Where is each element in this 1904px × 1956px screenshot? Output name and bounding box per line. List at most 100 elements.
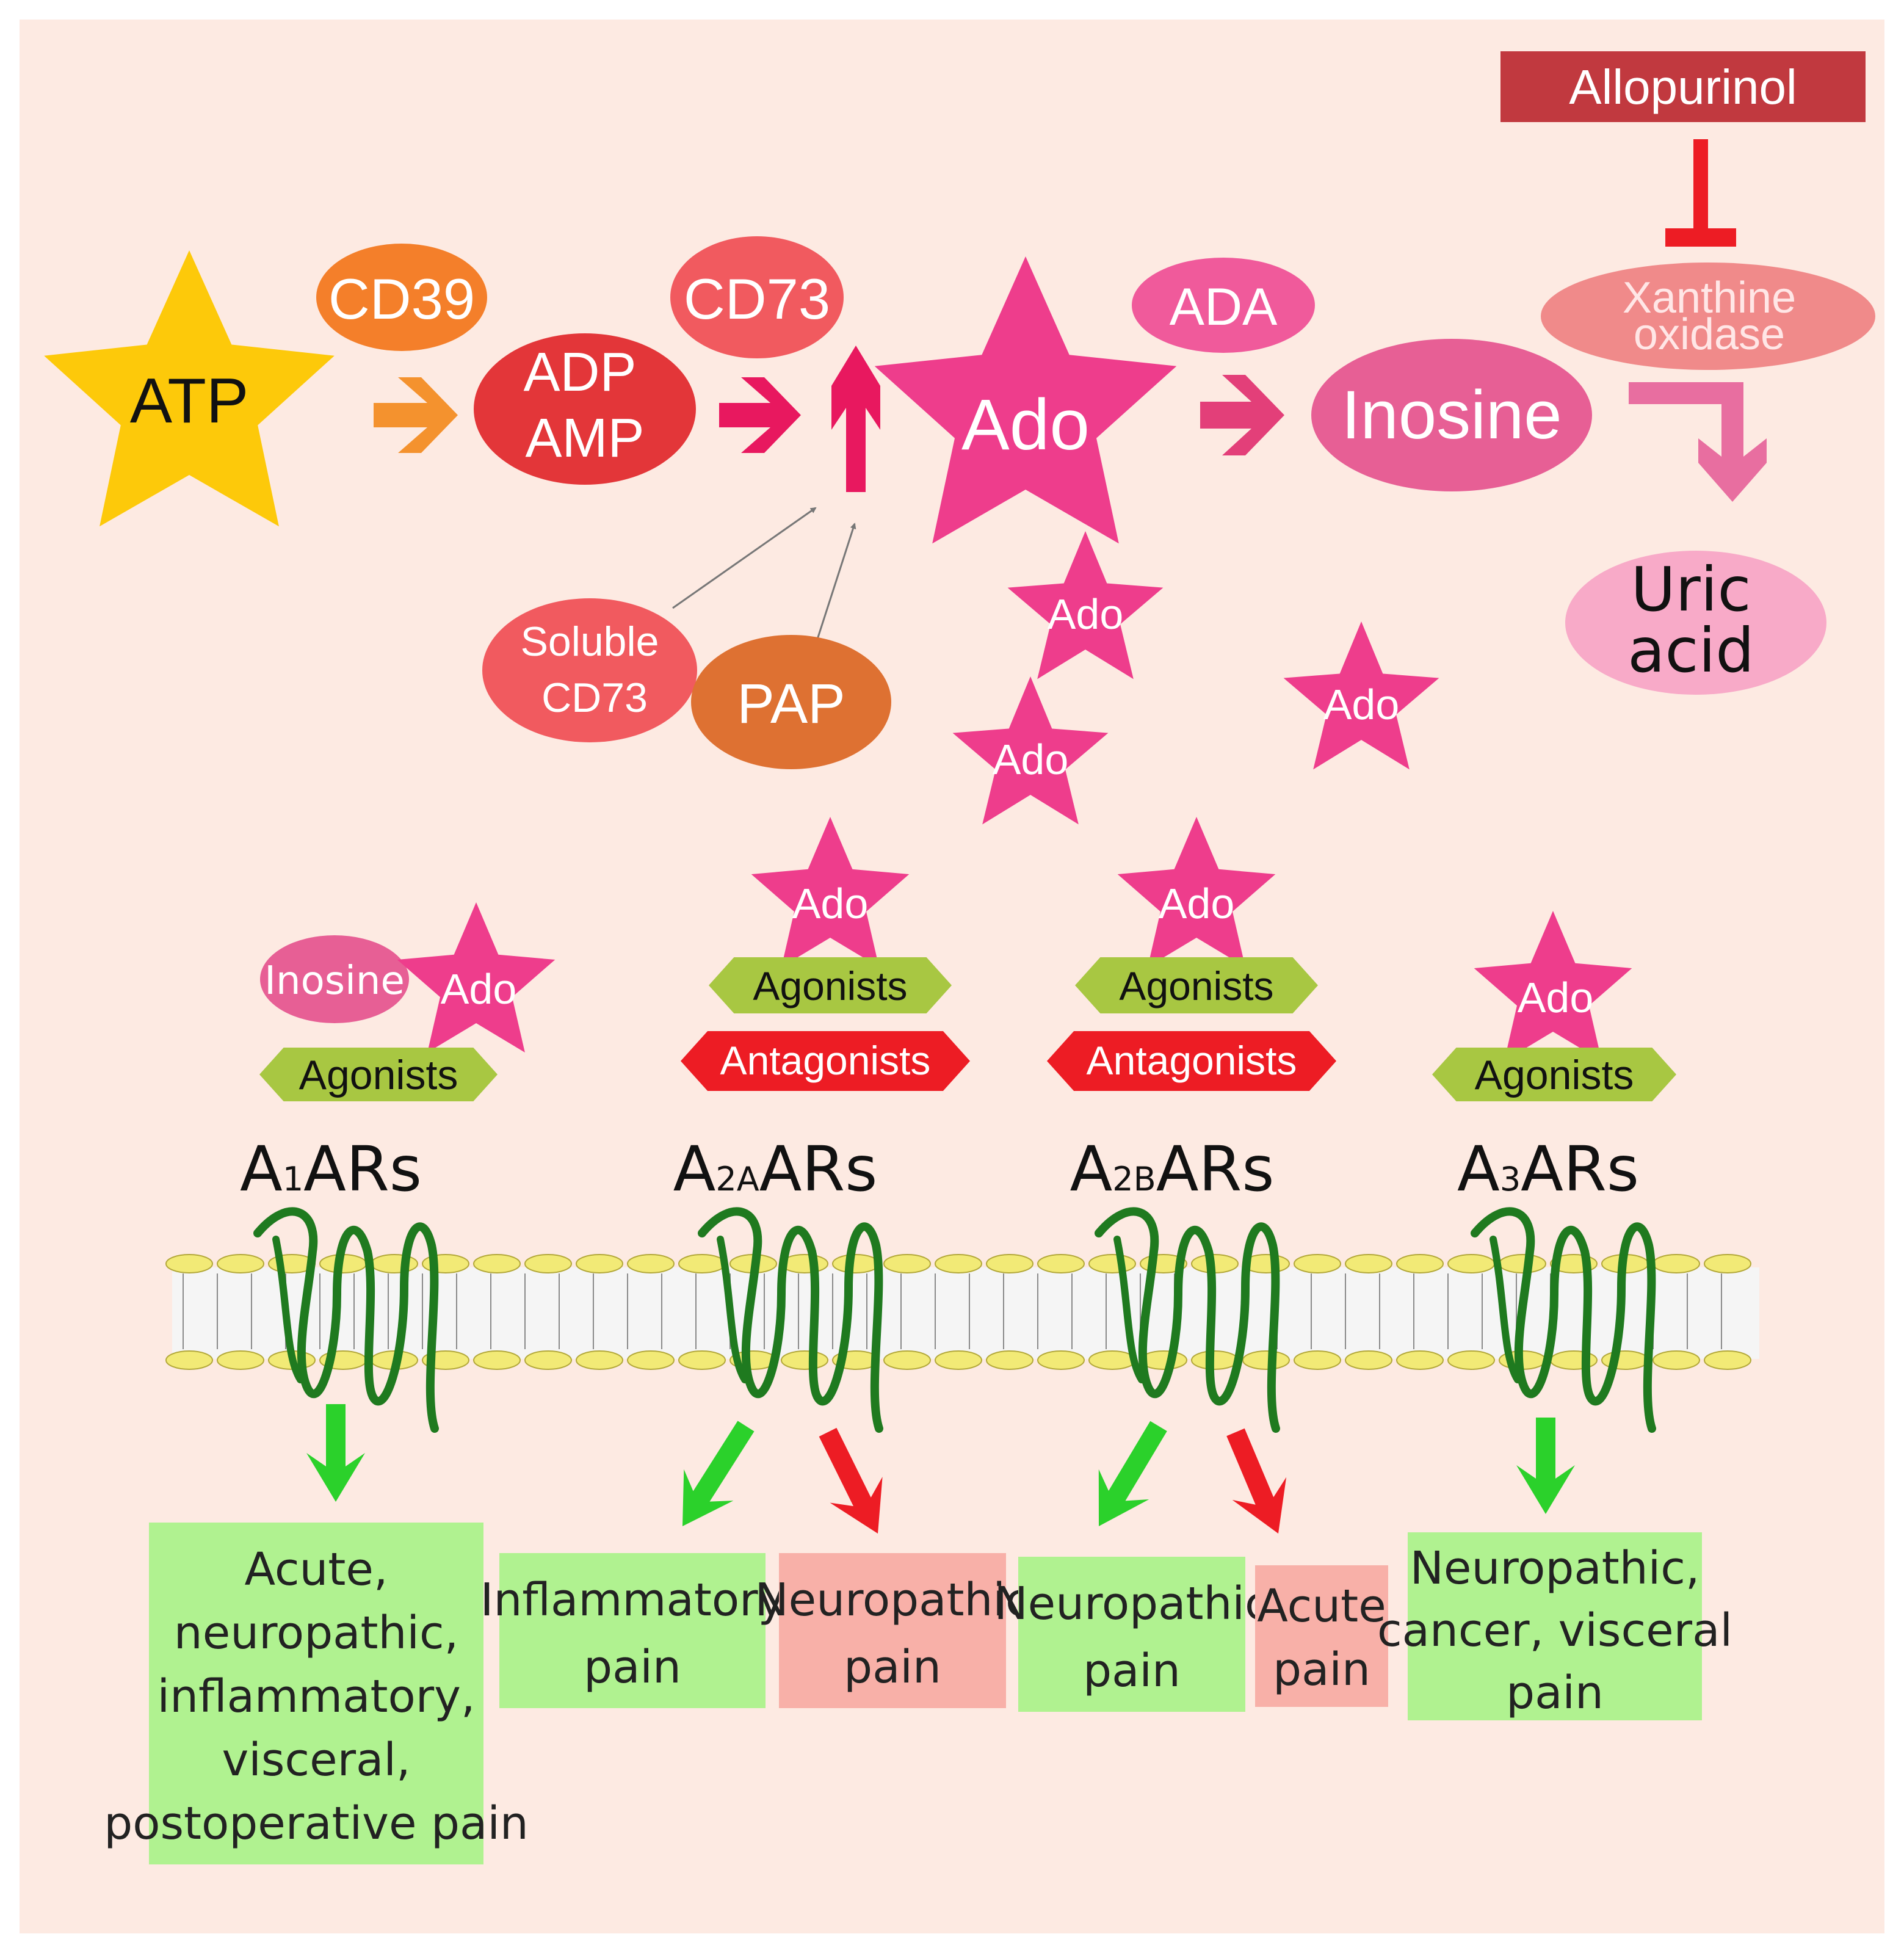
ado-node: Ado (874, 256, 1177, 544)
a2b-ado-label: Ado (1159, 880, 1235, 927)
arrow-shape (306, 1404, 365, 1502)
a2b-agonists-label: Agonists (1119, 963, 1273, 1009)
a1-agonists-label: Agonists (299, 1052, 458, 1098)
xanthine-oxidase-ellipse (1541, 263, 1875, 370)
xanthine-label: Xanthine (1623, 273, 1796, 322)
a2a-receptor-helix (698, 1207, 883, 1433)
inosine-to-uric-acid-arrow (1629, 382, 1767, 502)
inhibition-stem (1693, 139, 1708, 233)
lipid-head-bottom (627, 1350, 675, 1370)
a1-relief-arrow (306, 1404, 365, 1502)
a2b-outcome-relief-text: pain (1083, 1645, 1181, 1697)
lipid-head-bottom (781, 1350, 828, 1370)
lipid-head-bottom (1704, 1350, 1751, 1370)
lipid-head-bottom (1652, 1350, 1700, 1370)
lipid-head-top (935, 1254, 982, 1273)
a2b-receptor-helix (1095, 1207, 1280, 1433)
lipid-head-bottom (1037, 1350, 1085, 1370)
atp-star-shape (44, 250, 335, 527)
oxidase-label: oxidase (1634, 310, 1785, 359)
a1-inosine-label: Inosine (264, 958, 405, 1004)
a2a-outcome-relief-text: Inflammatory (480, 1574, 785, 1626)
a2a-antagonists-band (681, 1031, 970, 1091)
lipid-head-top (986, 1254, 1033, 1273)
a2a-ado-star (751, 817, 910, 967)
lipid-head-top (1396, 1254, 1444, 1273)
arrow-shape (682, 1421, 755, 1527)
a2b-receptor-title: A2BARs (1070, 1133, 1275, 1206)
arrow-shape (1516, 1418, 1575, 1514)
a1-outcome-relief-text: neuropathic, (174, 1607, 458, 1659)
a3-relief-arrow (1516, 1418, 1575, 1514)
inhibition-bar (1665, 228, 1736, 247)
lipid-head-bottom (678, 1350, 726, 1370)
allopurinol-box (1500, 51, 1866, 122)
arrow-shape (1226, 1428, 1287, 1534)
lipid-head-bottom (1242, 1350, 1290, 1370)
adp-label: ADP (523, 342, 636, 403)
helix-strand (717, 1236, 748, 1383)
lipid-head-bottom (1088, 1350, 1136, 1370)
a3-outcome-relief-text: Neuropathic, (1410, 1542, 1700, 1595)
lipid-head-top (371, 1254, 418, 1273)
lipid-head-top (165, 1254, 213, 1273)
a2b-outcome-relief-text: Neuropathic (994, 1577, 1269, 1630)
pap-pointer (816, 523, 856, 642)
a1-ado-label: Ado (441, 965, 517, 1013)
cd73-upregulation-arrow (831, 346, 880, 492)
a3-ado-label: Ado (1518, 974, 1594, 1021)
pap-label: PAP (737, 673, 845, 735)
lipid-head-bottom (217, 1350, 264, 1370)
lipid-head-top (1704, 1254, 1751, 1273)
lipid-head-top (576, 1254, 623, 1273)
ada-enzyme: ADA (1132, 258, 1315, 353)
free-ado-label: Ado (1323, 681, 1400, 728)
helix-strand (272, 1236, 304, 1383)
lipid-head-bottom (1396, 1350, 1444, 1370)
soluble-cd73-pointer (672, 507, 817, 609)
lipid-head-top (217, 1254, 264, 1273)
cd39-ellipse (316, 244, 487, 351)
helix-path (698, 1207, 883, 1433)
uric-acid-node: Uric acid (1565, 551, 1826, 695)
uric-acid-ellipse (1565, 551, 1826, 695)
lipid-head-bottom (935, 1350, 982, 1370)
amp-label: AMP (525, 408, 644, 469)
atp-to-adp-arrow (374, 377, 458, 453)
helix-path (1471, 1207, 1656, 1433)
soluble-cd73-label: CD73 (541, 675, 648, 721)
a2a-ado-label: Ado (792, 880, 869, 927)
a2a-pain-arrow (819, 1427, 883, 1534)
a2a-agonists-band (709, 957, 952, 1013)
a1-outcome-relief-text: inflammatory, (157, 1670, 476, 1723)
a2a-agonists-label: Agonists (753, 963, 907, 1009)
a2b-relief-arrow (1098, 1421, 1167, 1527)
lipid-head-top (1037, 1254, 1085, 1273)
inhibition-symbol (1665, 139, 1736, 247)
lipid-head-top (832, 1254, 880, 1273)
soluble-label: Soluble (521, 618, 659, 665)
a3-agonists-band (1432, 1048, 1676, 1101)
a2a-relief-arrow (682, 1421, 755, 1527)
arrow-shape (819, 1427, 883, 1534)
a2a-outcome-pain-text: Neuropathic (755, 1574, 1030, 1626)
acid-label: acid (1627, 615, 1754, 686)
a3-outcome-relief-box (1408, 1532, 1702, 1720)
lipid-head-bottom (883, 1350, 931, 1370)
arrow-shape (1098, 1421, 1167, 1527)
a2b-antagonists-band (1047, 1031, 1336, 1091)
cd73-label: CD73 (684, 267, 830, 331)
ada-ellipse (1132, 258, 1315, 353)
a3-ado-star (1474, 911, 1632, 1061)
a2b-outcome-relief-box (1018, 1557, 1245, 1712)
cd39-enzyme: CD39 (316, 244, 487, 351)
a1-outcome-relief-text: visceral, (222, 1734, 411, 1786)
a2a-outcome-relief-text: pain (584, 1641, 681, 1693)
cd73-enzyme: CD73 (670, 236, 844, 358)
adp-amp-node: ADP AMP (474, 333, 696, 485)
lipid-head-top (473, 1254, 521, 1273)
